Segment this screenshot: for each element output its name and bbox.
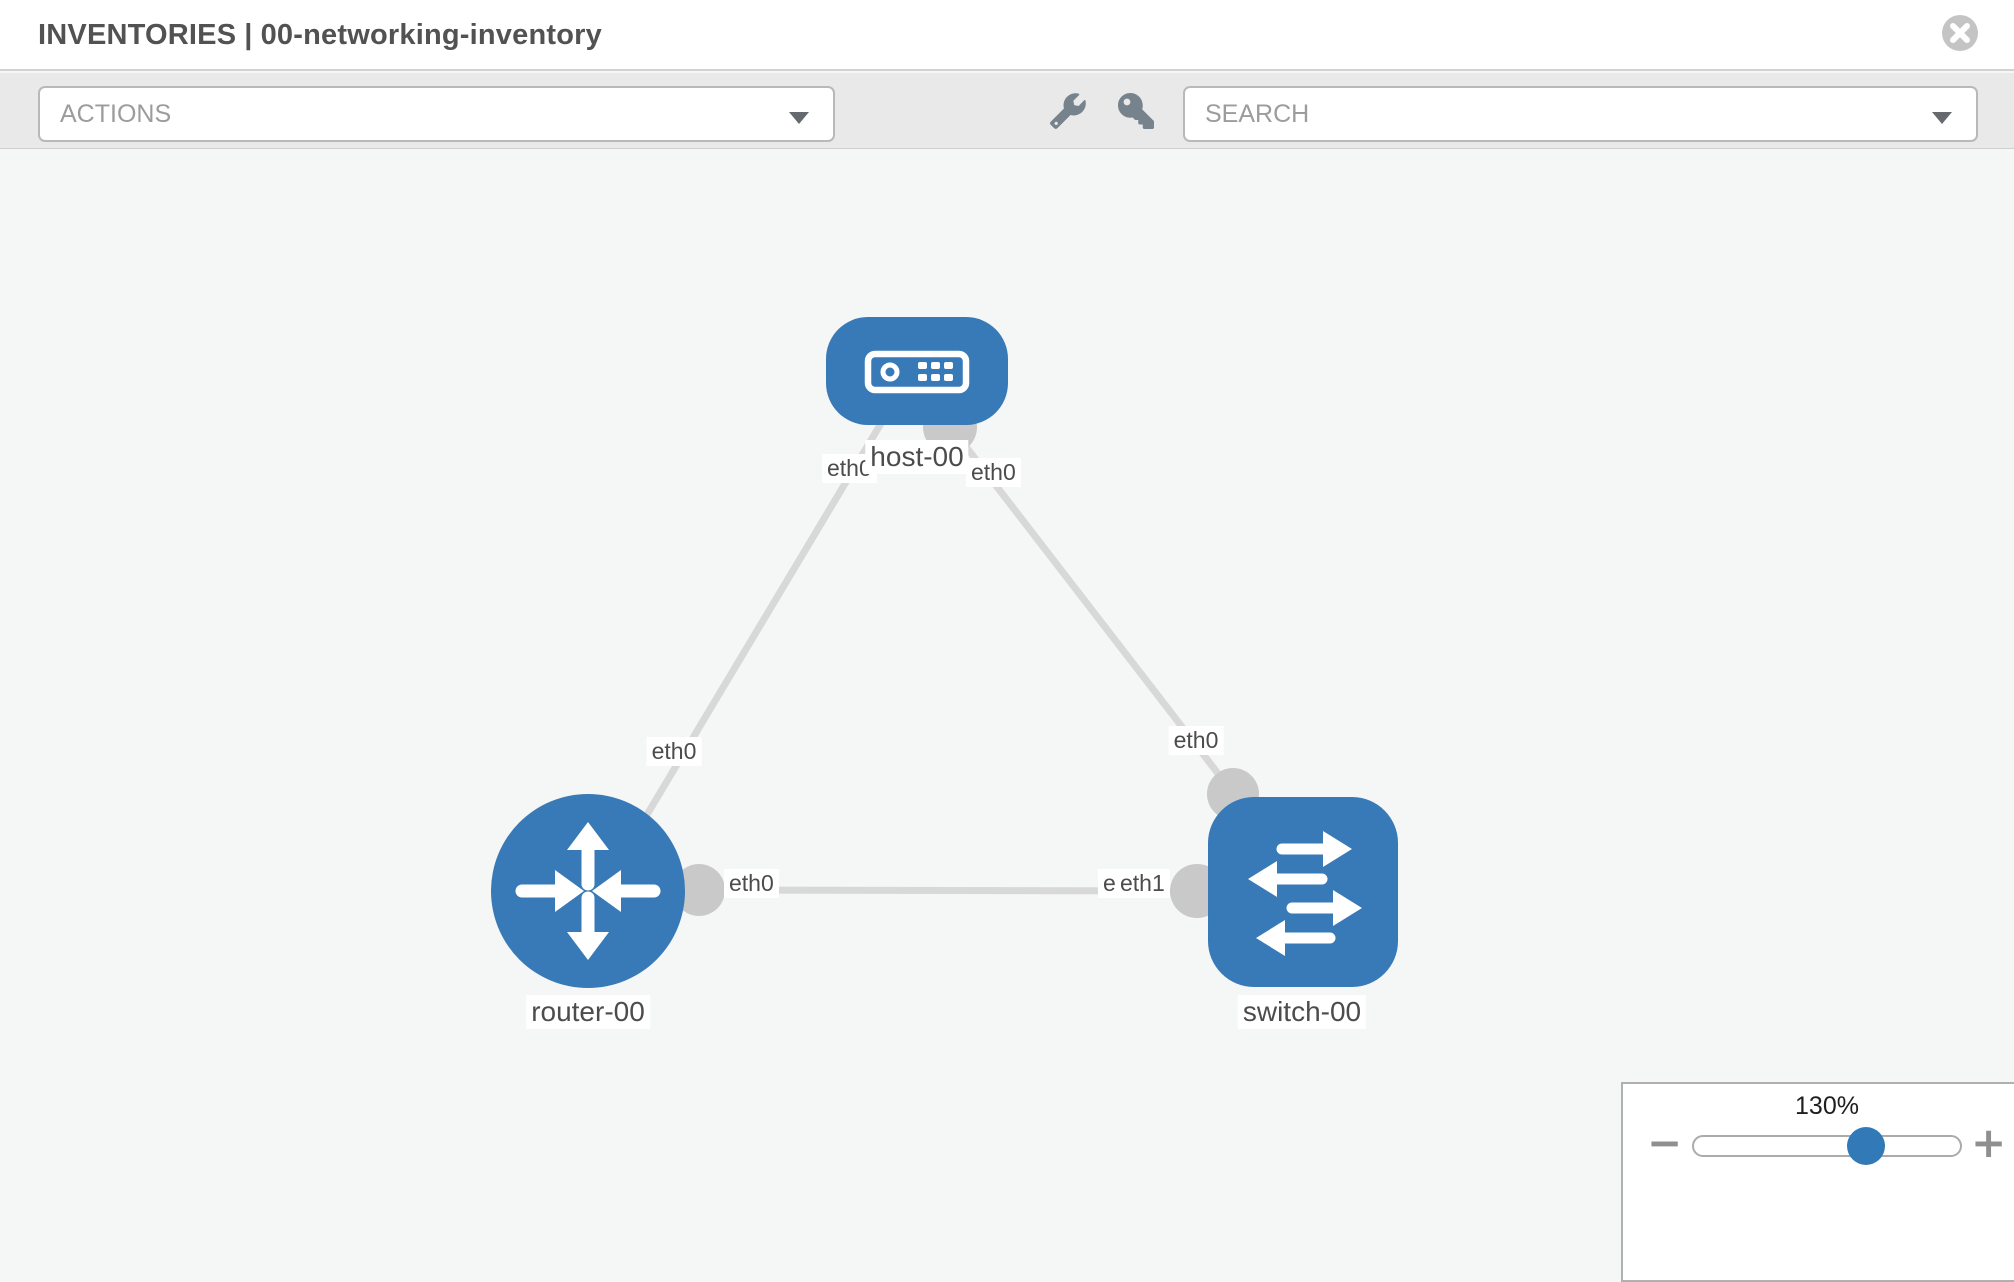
iface-label-host-right: eth0 — [966, 458, 1021, 487]
credentials-button[interactable] — [1110, 83, 1162, 139]
iface-label-switch-left: eth1 — [1115, 869, 1170, 898]
zoom-in-button[interactable]: + — [1971, 1122, 2006, 1164]
zoom-out-button[interactable]: − — [1647, 1122, 1682, 1164]
plus-icon: + — [1971, 1118, 2007, 1167]
zoom-slider-track[interactable] — [1692, 1135, 1962, 1157]
wrench-icon — [1050, 93, 1086, 129]
search-dropdown[interactable]: SEARCH — [1183, 86, 1978, 142]
router-icon — [515, 822, 661, 960]
chevron-down-icon — [789, 112, 809, 124]
page-title: INVENTORIES|00-networking-inventory — [38, 19, 610, 52]
close-icon — [1942, 15, 1978, 51]
node-router-00[interactable] — [491, 794, 685, 988]
title-section: INVENTORIES — [38, 19, 237, 51]
actions-dropdown-label: ACTIONS — [60, 100, 172, 128]
topology-canvas[interactable] — [0, 150, 2014, 1200]
chevron-down-icon — [1932, 112, 1952, 124]
key-icon — [1118, 93, 1154, 129]
iface-label-router-right: eth0 — [724, 869, 779, 898]
title-separator: | — [244, 19, 253, 51]
inventory-name: 00-networking-inventory — [260, 19, 602, 51]
zoom-panel: 130% − + — [1621, 1082, 2014, 1282]
close-button[interactable] — [1941, 14, 1979, 52]
iface-label-diag-right: eth0 — [1168, 726, 1224, 755]
node-switch-00[interactable] — [1208, 797, 1398, 987]
zoom-level: 130% — [1795, 1092, 1859, 1120]
minus-icon: − — [1647, 1118, 1683, 1167]
topology-svg — [491, 317, 1398, 988]
host-icon — [864, 350, 970, 394]
node-host-00[interactable] — [826, 317, 1008, 425]
node-label-switch: switch-00 — [1237, 995, 1367, 1029]
iface-label-host-left: eth0 — [822, 454, 877, 483]
toolbar: ACTIONS SEARCH — [0, 73, 2014, 149]
header: INVENTORIES|00-networking-inventory — [0, 0, 2014, 71]
node-label-router: router-00 — [526, 995, 650, 1029]
switch-icon — [1248, 831, 1362, 956]
tools-button[interactable] — [1042, 83, 1094, 139]
search-placeholder: SEARCH — [1205, 100, 1310, 128]
node-label-host: host-00 — [865, 440, 969, 474]
iface-connector-router — [673, 864, 725, 916]
iface-label-diag-left: eth0 — [646, 737, 702, 766]
zoom-slider-thumb[interactable] — [1847, 1127, 1885, 1165]
actions-dropdown[interactable]: ACTIONS — [38, 86, 835, 142]
